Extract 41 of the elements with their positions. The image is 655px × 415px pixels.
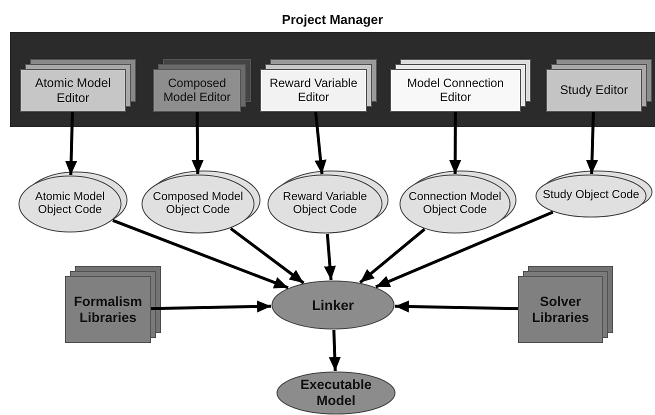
arrow: [394, 300, 518, 312]
node-label: Reward Variable Editor: [268, 76, 358, 104]
node-label: Linker: [312, 296, 354, 314]
node-label: Executable Model: [299, 377, 373, 409]
stacked-ellipse: [141, 170, 261, 234]
stacked-box: [20, 59, 136, 112]
arrow: [359, 228, 426, 284]
stacked-ellipse: [267, 170, 389, 234]
arrow: [112, 219, 289, 290]
node-label: Study Editor: [560, 83, 628, 98]
node-label: Atomic Model Editor: [34, 76, 112, 105]
panel-heading: Project Manager: [282, 12, 384, 28]
stacked-box: [390, 59, 531, 112]
node-label: Connection Model Object Code: [408, 190, 502, 218]
arrow: [586, 112, 598, 174]
arrow: [192, 112, 204, 174]
node-label: Formalism Libraries: [72, 294, 144, 326]
node-label: Composed Model Editor: [162, 76, 232, 104]
arrow: [230, 227, 304, 284]
node-label: Reward Variable Object Code: [282, 190, 368, 218]
node-label: Composed Model Object Code: [152, 190, 244, 218]
stacked-ellipse: [18, 171, 128, 233]
ellipse: [271, 280, 395, 330]
stacked-ellipse: [399, 170, 517, 234]
stacked-box: [518, 266, 613, 343]
arrow: [65, 112, 78, 176]
node-label: Model Connection Editor: [406, 76, 505, 104]
arrow: [324, 234, 336, 280]
arrow: [375, 210, 554, 288]
stacked-box: [153, 59, 251, 112]
stacked-box: [546, 59, 652, 112]
node-label: Solver Libraries: [530, 294, 590, 326]
arrow: [328, 330, 341, 372]
ellipse: [276, 371, 396, 415]
arrow: [449, 112, 462, 174]
node-label: Study Object Code: [542, 189, 640, 203]
stacked-box: [65, 266, 161, 343]
arrow: [150, 300, 272, 313]
stacked-box: [260, 59, 377, 112]
stacked-ellipse: [535, 170, 653, 218]
node-label: Atomic Model Object Code: [34, 190, 106, 218]
